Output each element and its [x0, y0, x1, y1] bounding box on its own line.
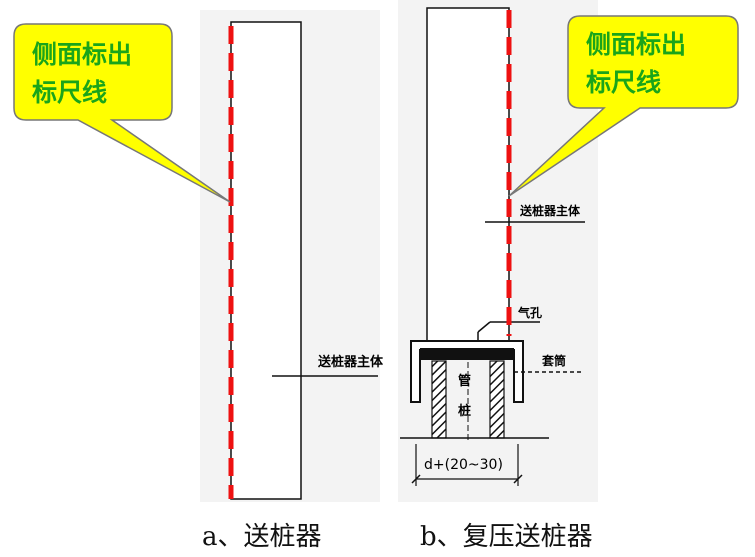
left-main-body-label: 送桩器主体 — [318, 355, 384, 370]
air-hole-label: 气孔 — [518, 306, 543, 320]
pile-label-top: 管 — [458, 374, 472, 389]
right-pile-driver-body — [426, 7, 510, 343]
dimension-line — [411, 444, 523, 486]
callout-left-line2: 标尺线 — [32, 78, 108, 107]
pipe-pile-walls — [431, 360, 505, 440]
callout-right-line2: 标尺线 — [586, 68, 662, 97]
caption-left: a、送桩器 — [202, 522, 322, 552]
caption-right: b、复压送桩器 — [420, 522, 593, 552]
sleeve-label: 套筒 — [542, 354, 567, 368]
callout-left-bubble — [13, 23, 231, 203]
sleeve-cap — [410, 340, 524, 403]
callout-left-text: 侧面标出 标尺线 — [32, 36, 132, 112]
dimension-label: d+(20~30) — [424, 457, 503, 473]
left-pile-driver-body — [230, 21, 302, 500]
callout-right-line1: 侧面标出 — [586, 30, 687, 59]
callout-right-bubble — [508, 15, 739, 197]
pile-label-bottom: 桩 — [458, 404, 472, 419]
callout-left-line1: 侧面标出 — [32, 40, 133, 69]
right-main-body-label: 送桩器主体 — [520, 204, 581, 218]
callout-right-text: 侧面标出 标尺线 — [586, 26, 686, 102]
